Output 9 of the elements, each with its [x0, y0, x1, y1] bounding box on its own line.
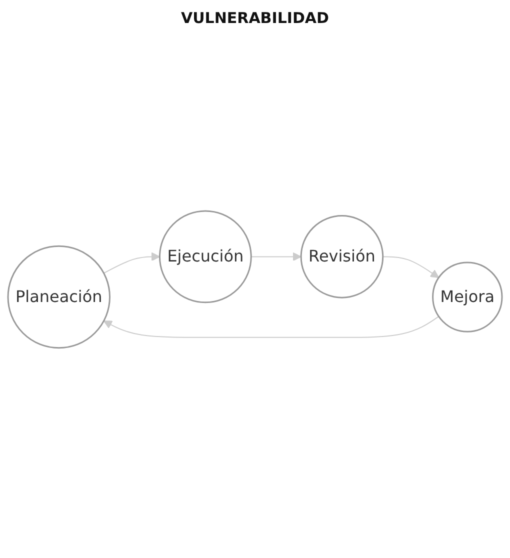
arrow: [103, 252, 160, 274]
center-label: VULNERABILIDAD: [181, 9, 329, 27]
arrow: [382, 256, 440, 278]
node-circle: Ejecución: [158, 210, 252, 303]
node-circle: Planeación: [7, 244, 110, 348]
arrow: [250, 252, 302, 261]
node-circle: Mejora: [432, 261, 503, 332]
node-circle: Revisión: [300, 214, 384, 298]
arrow: [103, 315, 440, 338]
